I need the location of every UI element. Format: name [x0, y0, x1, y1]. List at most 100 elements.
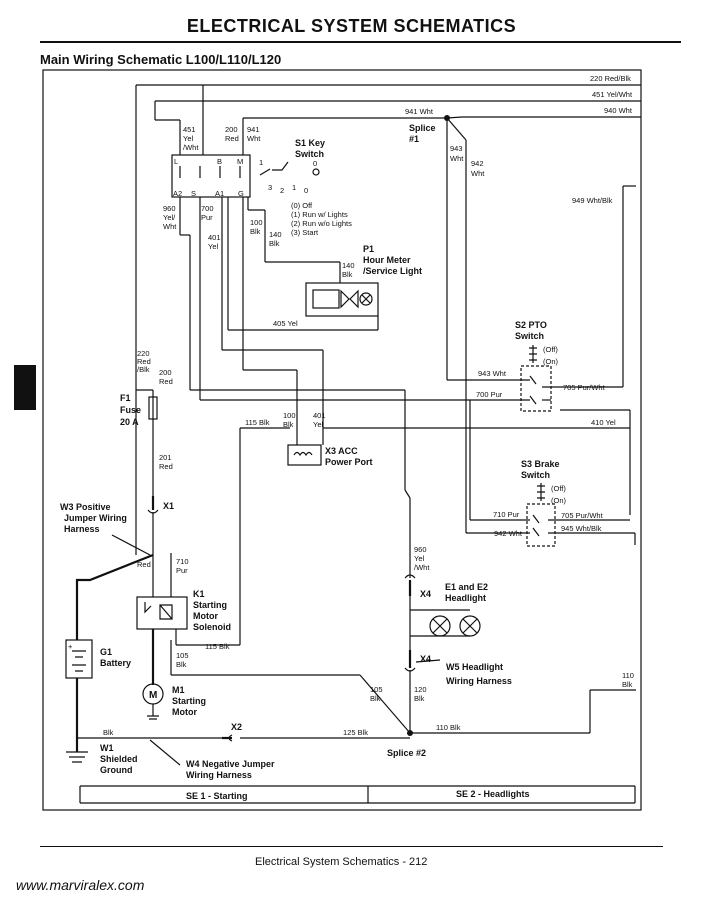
svg-text:0: 0 [313, 159, 317, 168]
svg-text:Motor: Motor [193, 611, 218, 621]
solenoid-label: Starting [193, 600, 227, 610]
page-footer: Electrical System Schematics - 212 [255, 856, 428, 868]
x2-label: X2 [231, 722, 242, 732]
svg-text:451: 451 [183, 125, 196, 134]
svg-text:Yel: Yel [414, 554, 424, 563]
svg-text:Yel: Yel [208, 242, 218, 251]
svg-text:Wht: Wht [247, 134, 261, 143]
key-switch-contacts [259, 161, 289, 176]
wire-942-label: 942 Wht [494, 529, 523, 538]
svg-text:20 A: 20 A [120, 417, 139, 427]
svg-text:Blk: Blk [269, 239, 280, 248]
brake-switch-body [526, 503, 556, 547]
w3-label: Jumper Wiring [64, 513, 127, 523]
svg-text:Blk: Blk [370, 694, 381, 703]
svg-text:942: 942 [471, 159, 484, 168]
watermark: www.marviralex.com [16, 877, 145, 893]
svg-text:Yel: Yel [313, 420, 323, 429]
section-se2: SE 2 - Headlights [456, 789, 530, 799]
w3-id: W3 Positive [60, 502, 111, 512]
svg-text:/Wht: /Wht [183, 143, 199, 152]
svg-text:B: B [217, 157, 222, 166]
svg-text:Wht: Wht [450, 154, 464, 163]
svg-text:Blk: Blk [176, 660, 187, 669]
svg-text:Red: Red [137, 560, 151, 569]
wire-110-label: 110 Blk [436, 723, 461, 732]
svg-text:(1) Run w/ Lights: (1) Run w/ Lights [291, 210, 348, 219]
svg-text:(3) Start: (3) Start [291, 228, 319, 237]
svg-text:Yel/: Yel/ [163, 213, 176, 222]
svg-text:Pur: Pur [176, 566, 188, 575]
svg-text:401: 401 [208, 233, 221, 242]
battery-id: G1 [100, 647, 112, 657]
svg-text:941: 941 [247, 125, 260, 134]
wire-705-label: 705 Pur/Wht [563, 383, 606, 392]
power-port-body [287, 444, 322, 466]
starter-solenoid-body [136, 596, 188, 630]
splice-1-num: #1 [409, 134, 419, 144]
svg-text:3: 3 [268, 183, 272, 192]
key-icon [312, 168, 320, 176]
svg-text:S: S [191, 189, 196, 198]
svg-text:201: 201 [159, 453, 172, 462]
svg-text:200: 200 [159, 368, 172, 377]
svg-text:960: 960 [163, 204, 176, 213]
brake-switch-id: S3 Brake [521, 459, 560, 469]
svg-text:0: 0 [304, 186, 308, 195]
splice-1-label: Splice [409, 123, 436, 133]
svg-text:M: M [149, 690, 157, 701]
battery-positive-cable [75, 553, 154, 640]
svg-text:(2) Run w/o Lights: (2) Run w/o Lights [291, 219, 352, 228]
svg-text:Blk: Blk [283, 420, 294, 429]
svg-text:Red: Red [159, 462, 173, 471]
svg-text:140: 140 [269, 230, 282, 239]
svg-text:/Service Light: /Service Light [363, 266, 422, 276]
svg-text:2: 2 [280, 186, 284, 195]
svg-text:Red: Red [159, 377, 173, 386]
svg-text:100: 100 [283, 411, 296, 420]
svg-text:(Off): (Off) [543, 345, 558, 354]
x1-label: X1 [163, 501, 174, 511]
headlight-harness-label: Wiring Harness [446, 676, 512, 686]
wire-710-s3-label: 710 Pur [493, 510, 520, 519]
svg-text:/Wht: /Wht [414, 563, 430, 572]
wire-940-label: 940 Wht [604, 106, 633, 115]
battery-label: Battery [100, 658, 131, 668]
x4-upper-label: X4 [420, 589, 431, 599]
battery-body [65, 639, 93, 679]
svg-text:/Blk: /Blk [137, 365, 150, 374]
svg-text:M: M [237, 157, 243, 166]
neg-harness-id: W4 Negative Jumper [186, 759, 275, 769]
footer-rule [40, 846, 663, 847]
svg-text:L: L [174, 157, 178, 166]
solenoid-id: K1 [193, 589, 205, 599]
key-switch-label: S1 Key [295, 138, 325, 148]
wire-949-label: 949 Wht/Blk [572, 196, 613, 205]
svg-text:710: 710 [176, 557, 189, 566]
svg-text:Red: Red [137, 357, 151, 366]
svg-text:Yel: Yel [183, 134, 193, 143]
svg-text:1: 1 [292, 183, 296, 192]
schematic-frame [42, 69, 642, 811]
ground-icon [66, 751, 88, 763]
wire-220-label: 220 Red/Blk [590, 74, 631, 83]
svg-text:105: 105 [176, 651, 189, 660]
splice-2-label: Splice #2 [387, 748, 426, 758]
wire-943-label: 943 Wht [478, 369, 507, 378]
wire-700-label: 700 Pur [476, 390, 503, 399]
svg-text:200: 200 [225, 125, 238, 134]
wire-941-label: 941 Wht [405, 107, 434, 116]
schematic-subtitle: Main Wiring Schematic L100/L110/L120 [40, 52, 282, 67]
starting-motor-id: M1 [172, 685, 185, 695]
wire-705-s3-label: 705 Pur/Wht [561, 511, 604, 520]
headlight-label: Headlight [445, 593, 486, 603]
ground-label: Shielded [100, 754, 138, 764]
service-light-icon [359, 292, 373, 306]
svg-text:(0) Off: (0) Off [291, 201, 313, 210]
brake-switch-label: Switch [521, 470, 550, 480]
svg-text:Motor: Motor [172, 707, 197, 717]
svg-text:Harness: Harness [64, 524, 100, 534]
svg-text:Blk: Blk [414, 694, 425, 703]
svg-text:943: 943 [450, 144, 463, 153]
